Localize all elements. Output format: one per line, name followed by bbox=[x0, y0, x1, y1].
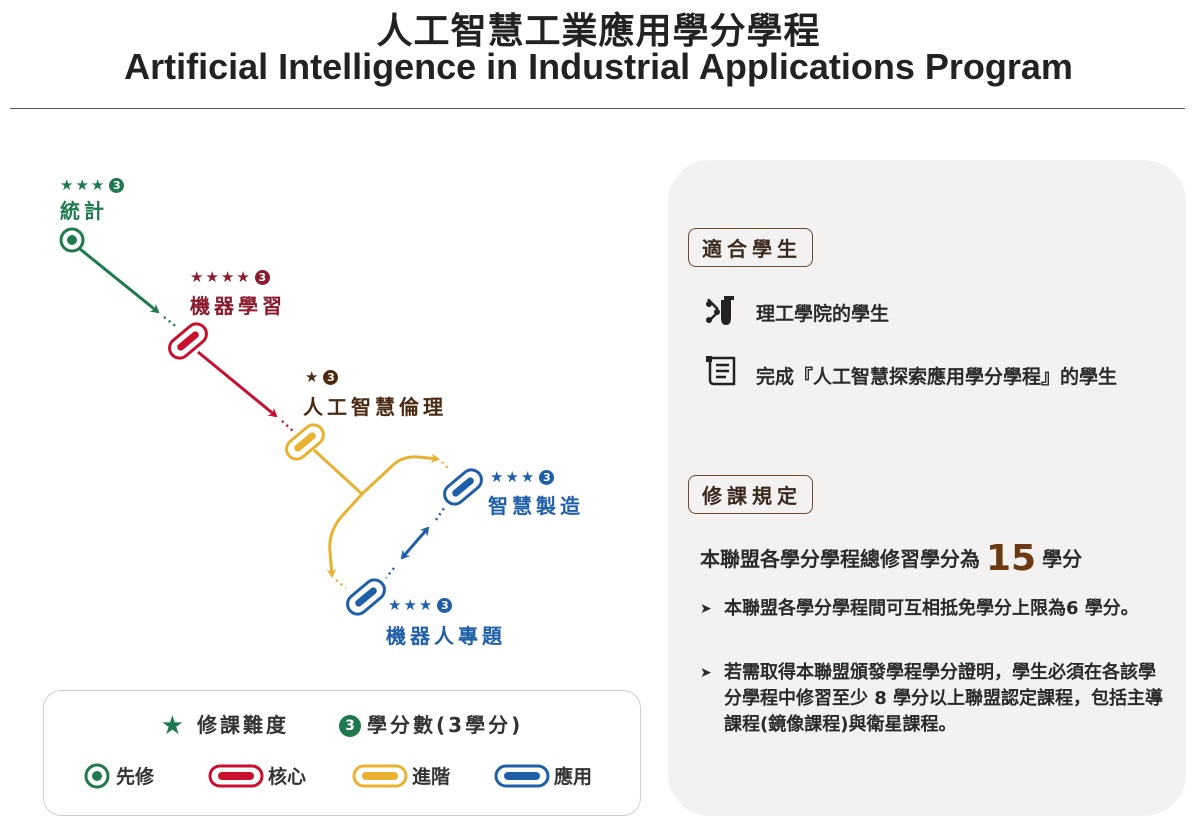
node-statistics-label: 統計 bbox=[60, 199, 108, 223]
credit-badge: 3 bbox=[539, 470, 555, 485]
eligible-item-2: 完成『人工智慧探索應用學分學程』的學生 bbox=[756, 366, 1118, 388]
node-ml-label: 機器學習 bbox=[190, 294, 286, 318]
application-pill-icon bbox=[494, 764, 550, 788]
eligible-item-1: 理工學院的學生 bbox=[756, 303, 890, 325]
course-flow-diagram bbox=[59, 227, 483, 616]
edge-manufacturing-robotics bbox=[385, 507, 446, 579]
node-statistics-marker bbox=[59, 227, 85, 253]
ml-difficulty: ★★★★3 bbox=[190, 268, 270, 286]
prerequisite-icon bbox=[84, 763, 110, 789]
core-pill-icon bbox=[208, 764, 264, 788]
credit-badge: 3 bbox=[109, 178, 125, 193]
legend-core: 核心 bbox=[208, 761, 306, 791]
statistics-difficulty: ★★★3 bbox=[60, 176, 125, 194]
lab-tools-icon bbox=[706, 296, 734, 325]
edge-ethics-branch bbox=[312, 448, 451, 589]
total-credits-number: 15 bbox=[986, 538, 1037, 579]
eligible-students-tag: 適合學生 bbox=[688, 228, 813, 267]
credit-badge: 3 bbox=[254, 270, 270, 285]
legend-prerequisite: 先修 bbox=[82, 761, 154, 791]
star-icon: ★ bbox=[160, 711, 188, 741]
rule-item-2: ➤ 若需取得本聯盟頒發學程學分證明，學生必須在各該學分學程中修習至少 8 學分以… bbox=[700, 662, 1164, 735]
certificate-scroll-icon bbox=[706, 356, 736, 386]
course-rules-tag: 修課規定 bbox=[688, 475, 813, 514]
node-robotics-pill bbox=[346, 578, 386, 616]
robotics-difficulty: ★★★3 bbox=[388, 596, 453, 614]
legend-advanced: 進階 bbox=[352, 761, 450, 791]
edge-ml-to-ethics bbox=[197, 350, 295, 433]
arrow-right-icon: ➤ bbox=[700, 665, 712, 681]
manufacturing-difficulty: ★★★3 bbox=[490, 468, 555, 486]
rule-item-1: ➤ 本聯盟各學分學程間可互相抵免學分上限為6 學分。 bbox=[700, 596, 1170, 622]
arrow-right-icon: ➤ bbox=[700, 601, 712, 617]
title-divider bbox=[10, 108, 1185, 109]
node-robotics-label: 機器人專題 bbox=[386, 624, 506, 648]
node-ethics-pill bbox=[285, 423, 325, 461]
page-title-en: Artificial Intelligence in Industrial Ap… bbox=[124, 46, 1073, 87]
credit-badge-icon: 3 bbox=[339, 715, 362, 737]
node-manufacturing-pill bbox=[443, 468, 483, 506]
node-manufacturing-label: 智慧製造 bbox=[488, 494, 584, 518]
credit-badge: 3 bbox=[437, 598, 453, 613]
legend-credits-label: 學分數(3學分) bbox=[367, 713, 524, 737]
node-ml-pill bbox=[168, 322, 208, 360]
edge-statistics-to-ml bbox=[79, 247, 179, 329]
ethics-difficulty: ★3 bbox=[305, 368, 339, 386]
advanced-pill-icon bbox=[352, 764, 408, 788]
page-title-zh: 人工智慧工業應用學分學程 bbox=[376, 11, 821, 52]
credit-badge: 3 bbox=[323, 370, 339, 385]
legend-difficulty-label: 修課難度 bbox=[197, 713, 290, 737]
legend-application: 應用 bbox=[494, 761, 592, 791]
node-ethics-label: 人工智慧倫理 bbox=[303, 395, 447, 419]
